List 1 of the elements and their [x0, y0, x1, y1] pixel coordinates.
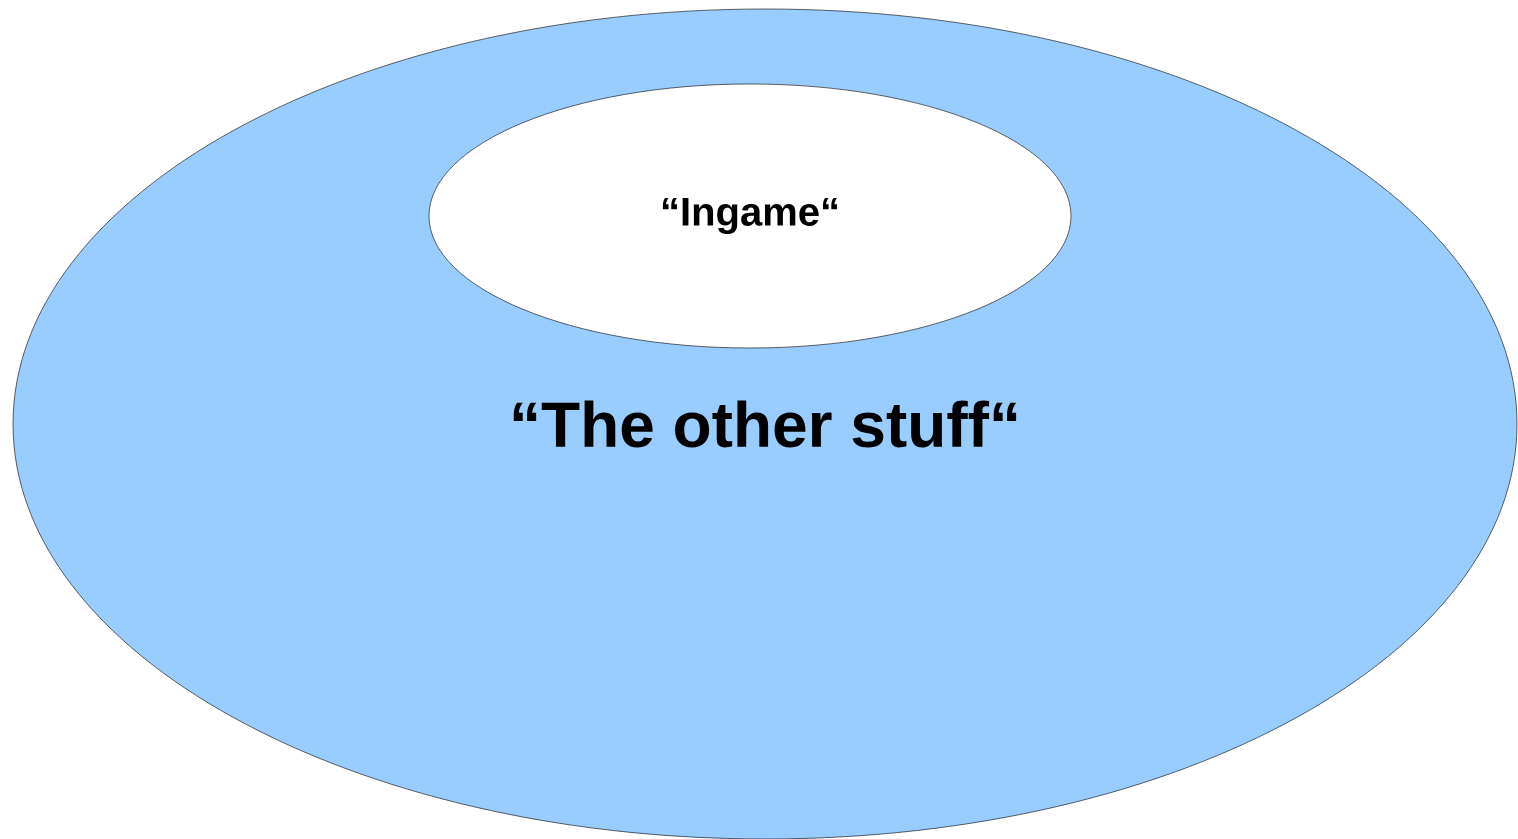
ellipse-region: “Ingame“ [428, 83, 1072, 349]
